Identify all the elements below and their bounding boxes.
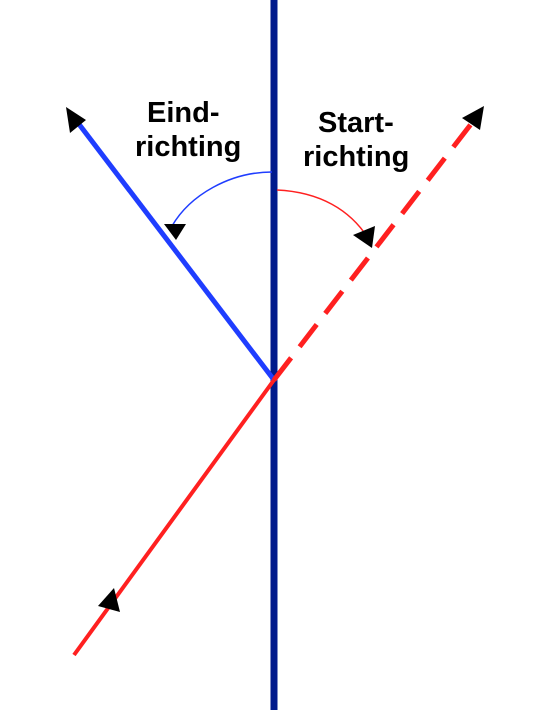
reflected-ray-arrowhead [66, 107, 86, 133]
start-direction-label: Start- richting [303, 106, 409, 174]
end-direction-arc [171, 171, 273, 227]
start-direction-arc [276, 189, 369, 239]
end-arc-arrowhead [164, 224, 186, 240]
dashed-ray-arrowhead [462, 106, 484, 130]
reflected-ray [70, 113, 276, 382]
incident-extension-dashed [272, 113, 480, 382]
end-direction-label: Eind- richting [135, 96, 241, 164]
start-direction-label-line1: Start- [318, 107, 394, 139]
incident-ray-arrowhead [98, 588, 120, 612]
start-arc-arrowhead [353, 226, 375, 248]
start-direction-label-line2: richting [303, 141, 410, 173]
end-direction-label-line1: Eind- [147, 97, 220, 129]
incident-ray [72, 378, 276, 657]
end-direction-label-line2: richting [135, 131, 242, 163]
